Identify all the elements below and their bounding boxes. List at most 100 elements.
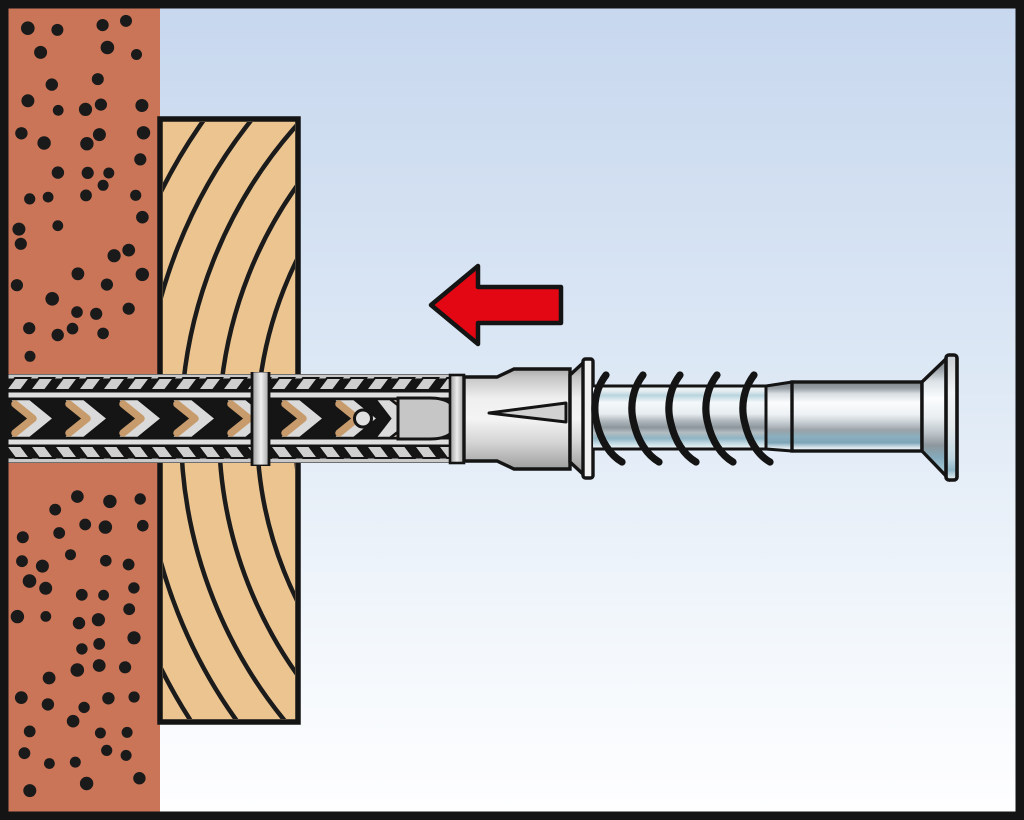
wall-dot	[97, 179, 109, 191]
wall-dot	[80, 189, 92, 202]
frame-fixing-anchor-sleeve	[448, 357, 595, 480]
wall-dot	[23, 725, 36, 738]
anchor-anti-rotation-slot	[487, 401, 568, 424]
wall-dot	[103, 494, 117, 509]
wall-dot	[39, 581, 53, 595]
wall-dot	[21, 21, 35, 35]
wall-dot	[102, 692, 115, 705]
wall-dot	[78, 701, 90, 714]
wall-dot	[51, 328, 64, 342]
anchor-bottom-rail	[6, 437, 458, 447]
wall-dot	[137, 519, 149, 532]
wall-dot	[70, 663, 85, 677]
wall-dot	[120, 14, 132, 27]
wall-dot	[121, 726, 133, 738]
anchor-bottom-skin	[6, 458, 458, 463]
fin-tooth-top	[412, 377, 440, 391]
wall-dot	[76, 643, 88, 655]
anchor-pin-hole	[353, 408, 373, 429]
fin-tooth-top	[316, 377, 344, 391]
wall-dot	[136, 210, 149, 224]
fin-tooth-top	[124, 377, 152, 391]
thread-coil	[665, 371, 700, 466]
wall-texture-dots	[10, 14, 151, 798]
wall-dot	[65, 549, 76, 561]
wall-dot	[49, 503, 62, 516]
wall-dot	[10, 279, 23, 292]
wall-dot	[51, 23, 64, 36]
wall-dot	[128, 582, 140, 594]
wall-dot	[15, 127, 28, 140]
wall-dot	[69, 756, 81, 768]
wall-dot	[79, 776, 94, 791]
wall-dot	[101, 744, 113, 757]
wall-dot	[14, 237, 27, 250]
wall-dot	[80, 137, 94, 151]
wall-dot	[92, 128, 106, 142]
expansion-fin-accent	[65, 400, 91, 437]
expansion-fin-accent	[281, 400, 307, 437]
wall-dot	[34, 45, 48, 59]
wall-dot	[52, 220, 64, 232]
wall-dot	[16, 555, 28, 568]
fin-tooth-top	[196, 377, 224, 391]
anchor-last-fin	[372, 397, 418, 440]
wall-dot	[45, 78, 58, 91]
wall-dot	[71, 267, 85, 281]
wall-dot	[100, 278, 113, 291]
wall-dot	[119, 661, 132, 674]
fin-tooth-top	[148, 377, 176, 391]
frame-fixing-anchor-expansion-zone	[6, 372, 458, 466]
wall-dot	[12, 222, 26, 236]
wall-dot	[130, 189, 142, 201]
wall-dot	[22, 574, 37, 588]
wall-dot	[92, 659, 106, 672]
fin-tooth-top	[292, 377, 320, 391]
fin-tooth-top	[100, 377, 128, 391]
wall-dot	[21, 94, 35, 108]
fin-tooth-top	[28, 377, 56, 391]
wall-dot	[14, 691, 28, 704]
wall-dot	[91, 73, 104, 86]
wall-dot	[75, 588, 88, 601]
anchor-expansion-body	[396, 396, 458, 441]
wall-dot	[107, 249, 121, 263]
fin-tooth-top	[364, 377, 392, 391]
wall-dot	[98, 589, 109, 601]
anchor-flange-rim	[581, 357, 595, 480]
thread-coil	[739, 371, 774, 466]
wall-dot	[135, 267, 149, 282]
anchor-top-skin	[6, 374, 458, 379]
wall-dot	[71, 306, 83, 318]
expansion-fin-accent	[173, 400, 199, 437]
wall-dot	[93, 638, 106, 650]
screw-head-face	[944, 353, 959, 482]
wall-dot	[79, 518, 92, 531]
expansion-fin-accent	[227, 400, 253, 437]
wall-dot	[134, 493, 146, 505]
expansion-fin-accent	[119, 400, 145, 437]
thread-coil	[591, 371, 626, 466]
wall-dot	[135, 99, 149, 112]
wall-dot	[71, 490, 84, 503]
wall-dot	[16, 531, 29, 544]
wall-dot	[81, 166, 94, 179]
wall-dot	[120, 749, 132, 761]
fin-tooth-top	[172, 377, 200, 391]
expansion-fin-accent	[11, 400, 37, 437]
wall-dot	[122, 243, 136, 257]
wall-dot	[44, 758, 55, 769]
wall-dot	[97, 327, 109, 340]
wall-dot	[10, 609, 25, 624]
wall-dot	[134, 153, 147, 166]
anchor-locking-ring	[250, 372, 271, 466]
wall-dot	[94, 727, 106, 739]
wall-dot	[18, 747, 31, 760]
wall-dot	[90, 307, 103, 320]
wall-dot	[24, 350, 36, 362]
wall-dot	[96, 19, 109, 32]
fin-tooth-top	[76, 377, 104, 391]
wall-dot	[37, 136, 51, 150]
countersunk-screw	[591, 353, 959, 483]
